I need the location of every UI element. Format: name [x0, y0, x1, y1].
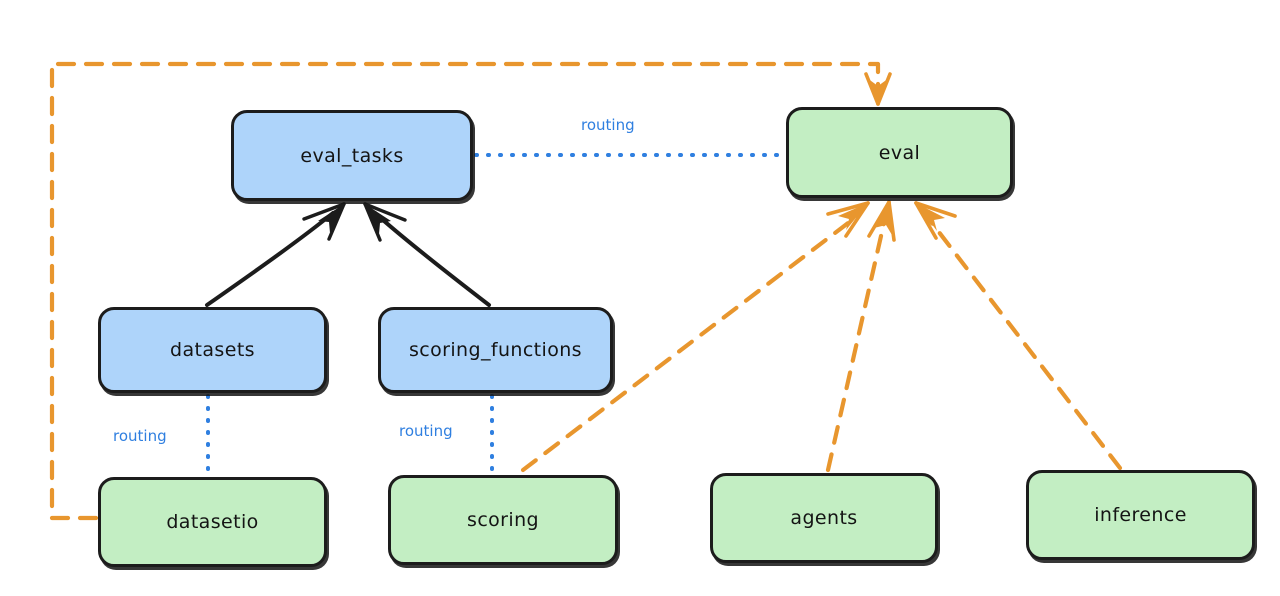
edge-scoring-functions-to-eval-tasks [363, 202, 491, 307]
node-label-agents: agents [790, 507, 858, 529]
node-label-scoring-functions: scoring_functions [409, 339, 582, 361]
edge-datasetio-to-eval [49, 61, 892, 521]
edge-label-routing-datasets: routing [110, 427, 170, 445]
edge-inference-to-eval [914, 201, 1123, 471]
node-agents[interactable]: agents [710, 473, 938, 563]
node-eval-tasks[interactable]: eval_tasks [231, 110, 473, 201]
edge-agents-to-eval [825, 200, 896, 473]
node-label-datasets: datasets [170, 339, 255, 361]
edge-label-routing-eval: routing [578, 116, 638, 134]
node-eval[interactable]: eval [786, 107, 1013, 198]
node-label-eval: eval [878, 141, 921, 164]
node-inference[interactable]: inference [1026, 470, 1255, 560]
edge-label-routing-scoring-functions: routing [396, 422, 456, 440]
node-label-scoring: scoring [467, 509, 539, 531]
edge-scoring-to-eval [520, 201, 870, 473]
node-scoring-functions[interactable]: scoring_functions [378, 307, 613, 393]
node-label-inference: inference [1094, 504, 1187, 526]
node-datasets[interactable]: datasets [98, 307, 327, 393]
node-label-eval-tasks: eval_tasks [300, 144, 404, 167]
node-scoring[interactable]: scoring [388, 475, 618, 565]
node-datasetio[interactable]: datasetio [98, 477, 327, 567]
node-label-datasetio: datasetio [166, 511, 259, 533]
edge-datasets-to-eval-tasks [205, 202, 346, 307]
